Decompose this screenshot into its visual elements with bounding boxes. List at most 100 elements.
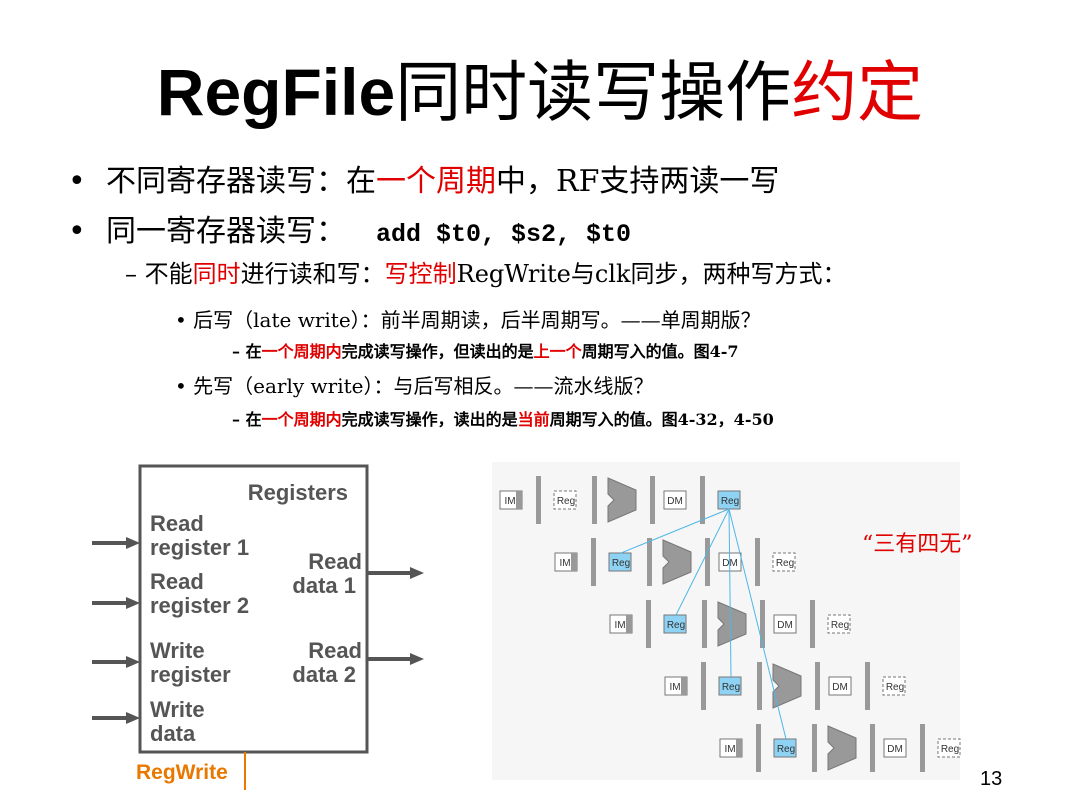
pipeline-register-bar	[757, 662, 762, 710]
pipeline-register-bar	[756, 724, 761, 772]
reg-write-label: Reg	[776, 558, 794, 569]
alu-shape	[772, 663, 802, 709]
pipeline-register-bar	[700, 476, 705, 524]
bullet-dot: •	[68, 214, 86, 249]
bullet-dot: •	[175, 308, 187, 332]
bullet-1: •不同寄存器读写：在一个周期中，RF支持两读一写	[68, 164, 779, 200]
slide-title: RegFile同时读写操作约定	[0, 52, 1080, 133]
forwarding-line	[728, 508, 732, 678]
forwarding-line	[728, 508, 787, 740]
reg-write-box	[882, 676, 906, 696]
im-shade	[571, 553, 577, 571]
im-shade	[626, 615, 632, 633]
sub-bullet-1-text-a: 不能	[144, 260, 193, 288]
im-shade	[736, 739, 742, 757]
im-label: IM	[669, 682, 680, 693]
write-register-label-a: Write	[150, 638, 205, 663]
pipeline-register-bar	[870, 724, 875, 772]
reg-read-label: Reg	[777, 744, 795, 755]
sub-bullet-1-highlight-b: 写控制	[384, 260, 457, 288]
reg-read-box	[773, 738, 797, 758]
title-part-2: 同时读写操作	[395, 54, 792, 131]
reg-read-label: Reg	[557, 496, 575, 507]
im-shade	[516, 491, 522, 509]
pipeline-register-bar	[646, 600, 651, 648]
late-write-detail: – 在一个周期内完成读写操作，但读出的是上一个周期写入的值。图4-7	[232, 341, 739, 363]
bullet-dot: •	[175, 374, 187, 398]
im-label: IM	[559, 558, 570, 569]
reg-read-box	[553, 490, 577, 510]
detail-text-c: 周期写入的值。图4-7	[581, 342, 739, 361]
pipeline-register-bar	[815, 662, 820, 710]
bullet-2: • 同一寄存器读写： add $t0, $s2, $t0	[68, 214, 631, 253]
detail-text-b: 完成读写操作，但读出的是	[341, 342, 534, 361]
pipeline-register-bar	[705, 538, 710, 586]
im-label: IM	[614, 620, 625, 631]
pipeline-register-bar	[865, 662, 870, 710]
early-write-bullet: • 先写（early write）：与后写相反。——流水线版？	[175, 373, 653, 399]
im-label: IM	[724, 744, 735, 755]
bullet-dot: •	[68, 164, 86, 199]
reg-read-box	[663, 614, 687, 634]
dm-box	[663, 490, 687, 510]
detail-dash: –	[232, 410, 240, 429]
pipeline-register-bar	[701, 662, 706, 710]
pipeline-register-bar	[920, 724, 925, 772]
title-part-1: RegFile	[156, 55, 396, 129]
reg-read-label: Reg	[722, 682, 740, 693]
pipeline-register-bar	[592, 476, 597, 524]
read-data-1-label-b: data 1	[292, 573, 356, 598]
regfile-title: Registers	[248, 480, 348, 505]
reg-write-label: Reg	[941, 744, 959, 755]
reg-read-box	[718, 676, 742, 696]
reg-write-box	[772, 552, 796, 572]
late-write-text: 后写（late write）：前半周期读，后半周期写。——单周期版？	[193, 308, 761, 332]
read-register-2-label-b: register 2	[150, 593, 249, 618]
im-shade	[681, 677, 687, 695]
reg-read-label: Reg	[612, 558, 630, 569]
read-register-1-label-b: register 1	[150, 535, 249, 560]
input-arrow-head	[126, 597, 140, 609]
reg-write-box	[937, 738, 961, 758]
bullet-2-text: 同一寄存器读写：	[106, 214, 346, 249]
read-data-2-label-a: Read	[308, 638, 362, 663]
dm-label: DM	[667, 496, 683, 507]
dm-label: DM	[887, 744, 903, 755]
pipeline-register-bar	[702, 600, 707, 648]
write-data-label-a: Write	[150, 697, 205, 722]
alu-shape	[717, 601, 747, 647]
pipeline-register-bar	[647, 538, 652, 586]
write-register-label-b: register	[150, 662, 231, 687]
pipeline-register-bar	[591, 538, 596, 586]
read-data-2-label-b: data 2	[292, 662, 356, 687]
quote-text: “三有四无”	[862, 532, 973, 557]
read-register-1-label-a: Read	[150, 511, 204, 536]
sub-bullet-dash: –	[125, 260, 137, 288]
reg-read-label: Reg	[667, 620, 685, 631]
bullet-2-code: add $t0, $s2, $t0	[376, 220, 632, 249]
detail-text-c: 周期写入的值。图4-32，4-50	[549, 410, 774, 429]
page-number: 13	[980, 768, 1003, 790]
detail-text-a: 在	[245, 410, 262, 429]
reg-write-label: Reg	[886, 682, 904, 693]
detail-highlight-a: 一个周期内	[261, 410, 342, 429]
dm-box	[773, 614, 797, 634]
dm-label: DM	[832, 682, 848, 693]
bullet-1-highlight: 一个周期	[376, 164, 496, 199]
input-arrow-head	[126, 537, 140, 549]
bullet-1-text-a: 不同寄存器读写：在	[106, 164, 376, 199]
dm-label: DM	[777, 620, 793, 631]
early-write-text: 先写（early write）：与后写相反。——流水线版？	[193, 374, 654, 398]
late-write-bullet: • 后写（late write）：前半周期读，后半周期写。——单周期版？	[175, 307, 761, 333]
reg-read-box	[608, 552, 632, 572]
sub-bullet-1-highlight-a: 同时	[192, 260, 241, 288]
sub-bullet-1: – 不能同时进行读和写：写控制RegWrite与clk同步，两种写方式：	[125, 259, 847, 289]
write-data-label-b: data	[150, 721, 196, 746]
detail-highlight-a: 一个周期内	[261, 342, 342, 361]
pipeline-register-bar	[810, 600, 815, 648]
pipeline-register-bar	[755, 538, 760, 586]
alu-shape	[607, 477, 637, 523]
read-register-2-label-a: Read	[150, 569, 204, 594]
output-arrow-head	[410, 567, 424, 579]
